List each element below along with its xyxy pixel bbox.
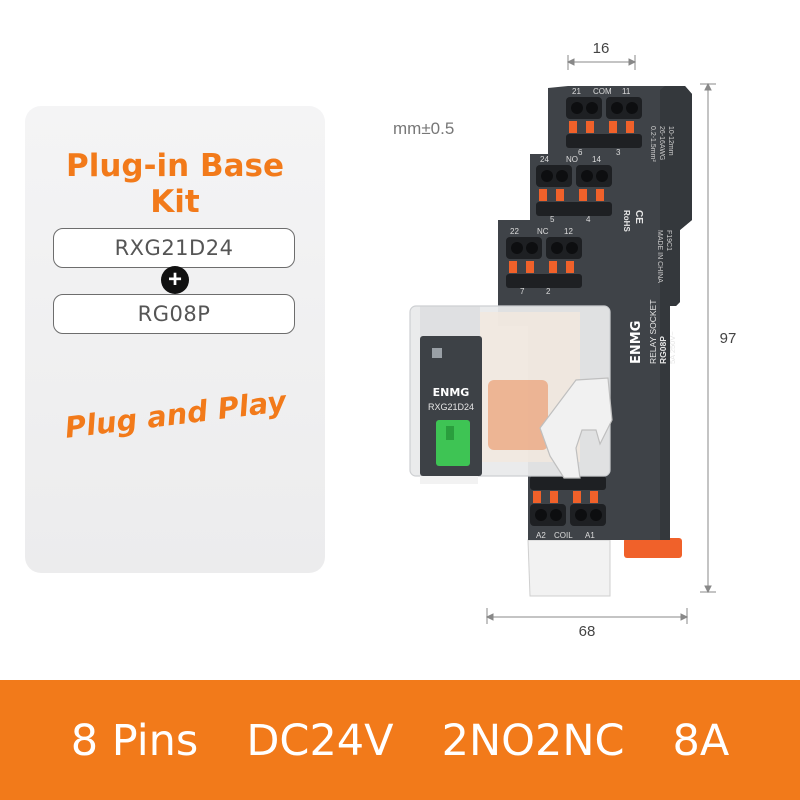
din-clip xyxy=(624,538,682,558)
svg-text:3: 3 xyxy=(616,148,621,157)
svg-text:22: 22 xyxy=(510,227,519,236)
kit-title-line2: Kit xyxy=(150,184,200,220)
relay-model-label: RXG21D24 xyxy=(428,402,474,412)
svg-text:F19C1: F19C1 xyxy=(665,230,672,251)
svg-text:14: 14 xyxy=(592,155,601,164)
svg-text:MADE IN CHINA: MADE IN CHINA xyxy=(656,230,663,283)
svg-text:A1: A1 xyxy=(585,531,595,540)
dimension-top xyxy=(566,55,637,70)
terminal-block-no: 24 NO 14 5 4 xyxy=(536,155,612,224)
spec-banner: 8 Pins DC24V 2NO2NC 8A xyxy=(0,680,800,800)
svg-text:6: 6 xyxy=(578,148,583,157)
svg-text:5: 5 xyxy=(550,215,555,224)
svg-text:10-12mm: 10-12mm xyxy=(667,126,674,156)
svg-text:12: 12 xyxy=(564,227,573,236)
kit-card: Plug-in Base Kit RXG21D24 + RG08P Plug a… xyxy=(25,106,325,573)
svg-text:2: 2 xyxy=(546,287,551,296)
rohs-mark: RoHS xyxy=(622,210,631,232)
plus-icon: + xyxy=(161,266,189,294)
relay-model-field: RXG21D24 xyxy=(53,228,295,268)
kit-title-line1: Plug-in Base xyxy=(66,148,284,184)
ce-mark: CE xyxy=(633,210,644,224)
spec-pins: 8 Pins xyxy=(70,716,199,766)
svg-text:26-16AWG: 26-16AWG xyxy=(658,126,665,160)
relay-test-button xyxy=(436,420,470,466)
dimension-top-label: 16 xyxy=(593,40,610,57)
svg-text:NO: NO xyxy=(566,155,578,164)
svg-text:7: 7 xyxy=(520,287,525,296)
svg-text:0.2-1.5mm²: 0.2-1.5mm² xyxy=(649,126,656,162)
terminal-block-nc: 22 NC 12 7 2 xyxy=(506,227,582,296)
terminal-block-com: 21 COM 11 6 3 xyxy=(566,87,642,157)
retaining-clip xyxy=(539,377,613,479)
relay-brand-logo: ENMG xyxy=(433,386,470,399)
spec-contacts: 2NO2NC xyxy=(441,716,625,766)
svg-text:RELAY SOCKET: RELAY SOCKET xyxy=(648,300,658,364)
svg-text:NC: NC xyxy=(537,227,549,236)
socket-brand-logo: ENMG xyxy=(629,321,644,364)
svg-text:RG08P: RG08P xyxy=(658,336,668,364)
spec-voltage: DC24V xyxy=(246,716,394,766)
relay-socket-illustration: mm±0.5 16 97 68 21 COM 11 xyxy=(393,40,737,640)
dimension-bottom xyxy=(485,608,689,624)
spec-current: 8A xyxy=(672,716,730,766)
svg-text:COM: COM xyxy=(593,87,612,96)
svg-text:COIL: COIL xyxy=(554,531,573,540)
socket-markings: 0.2-1.5mm² 26-16AWG 10-12mm CE RoHS MADE… xyxy=(622,126,677,364)
slogan-text: Plug and Play xyxy=(62,384,288,445)
kit-title: Plug-in Base Kit xyxy=(25,148,325,220)
dimension-right xyxy=(700,82,716,594)
svg-text:24: 24 xyxy=(540,155,549,164)
tolerance-label: mm±0.5 xyxy=(393,119,454,138)
spec-row: 8 Pins DC24V 2NO2NC 8A xyxy=(0,716,800,766)
socket-model-field: RG08P xyxy=(53,294,295,334)
dimension-right-label: 97 xyxy=(720,330,737,347)
svg-text:21: 21 xyxy=(572,87,581,96)
svg-text:A2: A2 xyxy=(536,531,546,540)
svg-text:4: 4 xyxy=(586,215,591,224)
svg-text:5A 250V~: 5A 250V~ xyxy=(668,331,677,364)
dimension-bottom-label: 68 xyxy=(579,623,596,640)
terminal-block-coil: A2 COIL A1 xyxy=(530,476,606,540)
release-latch xyxy=(527,539,611,597)
svg-text:11: 11 xyxy=(622,87,631,96)
